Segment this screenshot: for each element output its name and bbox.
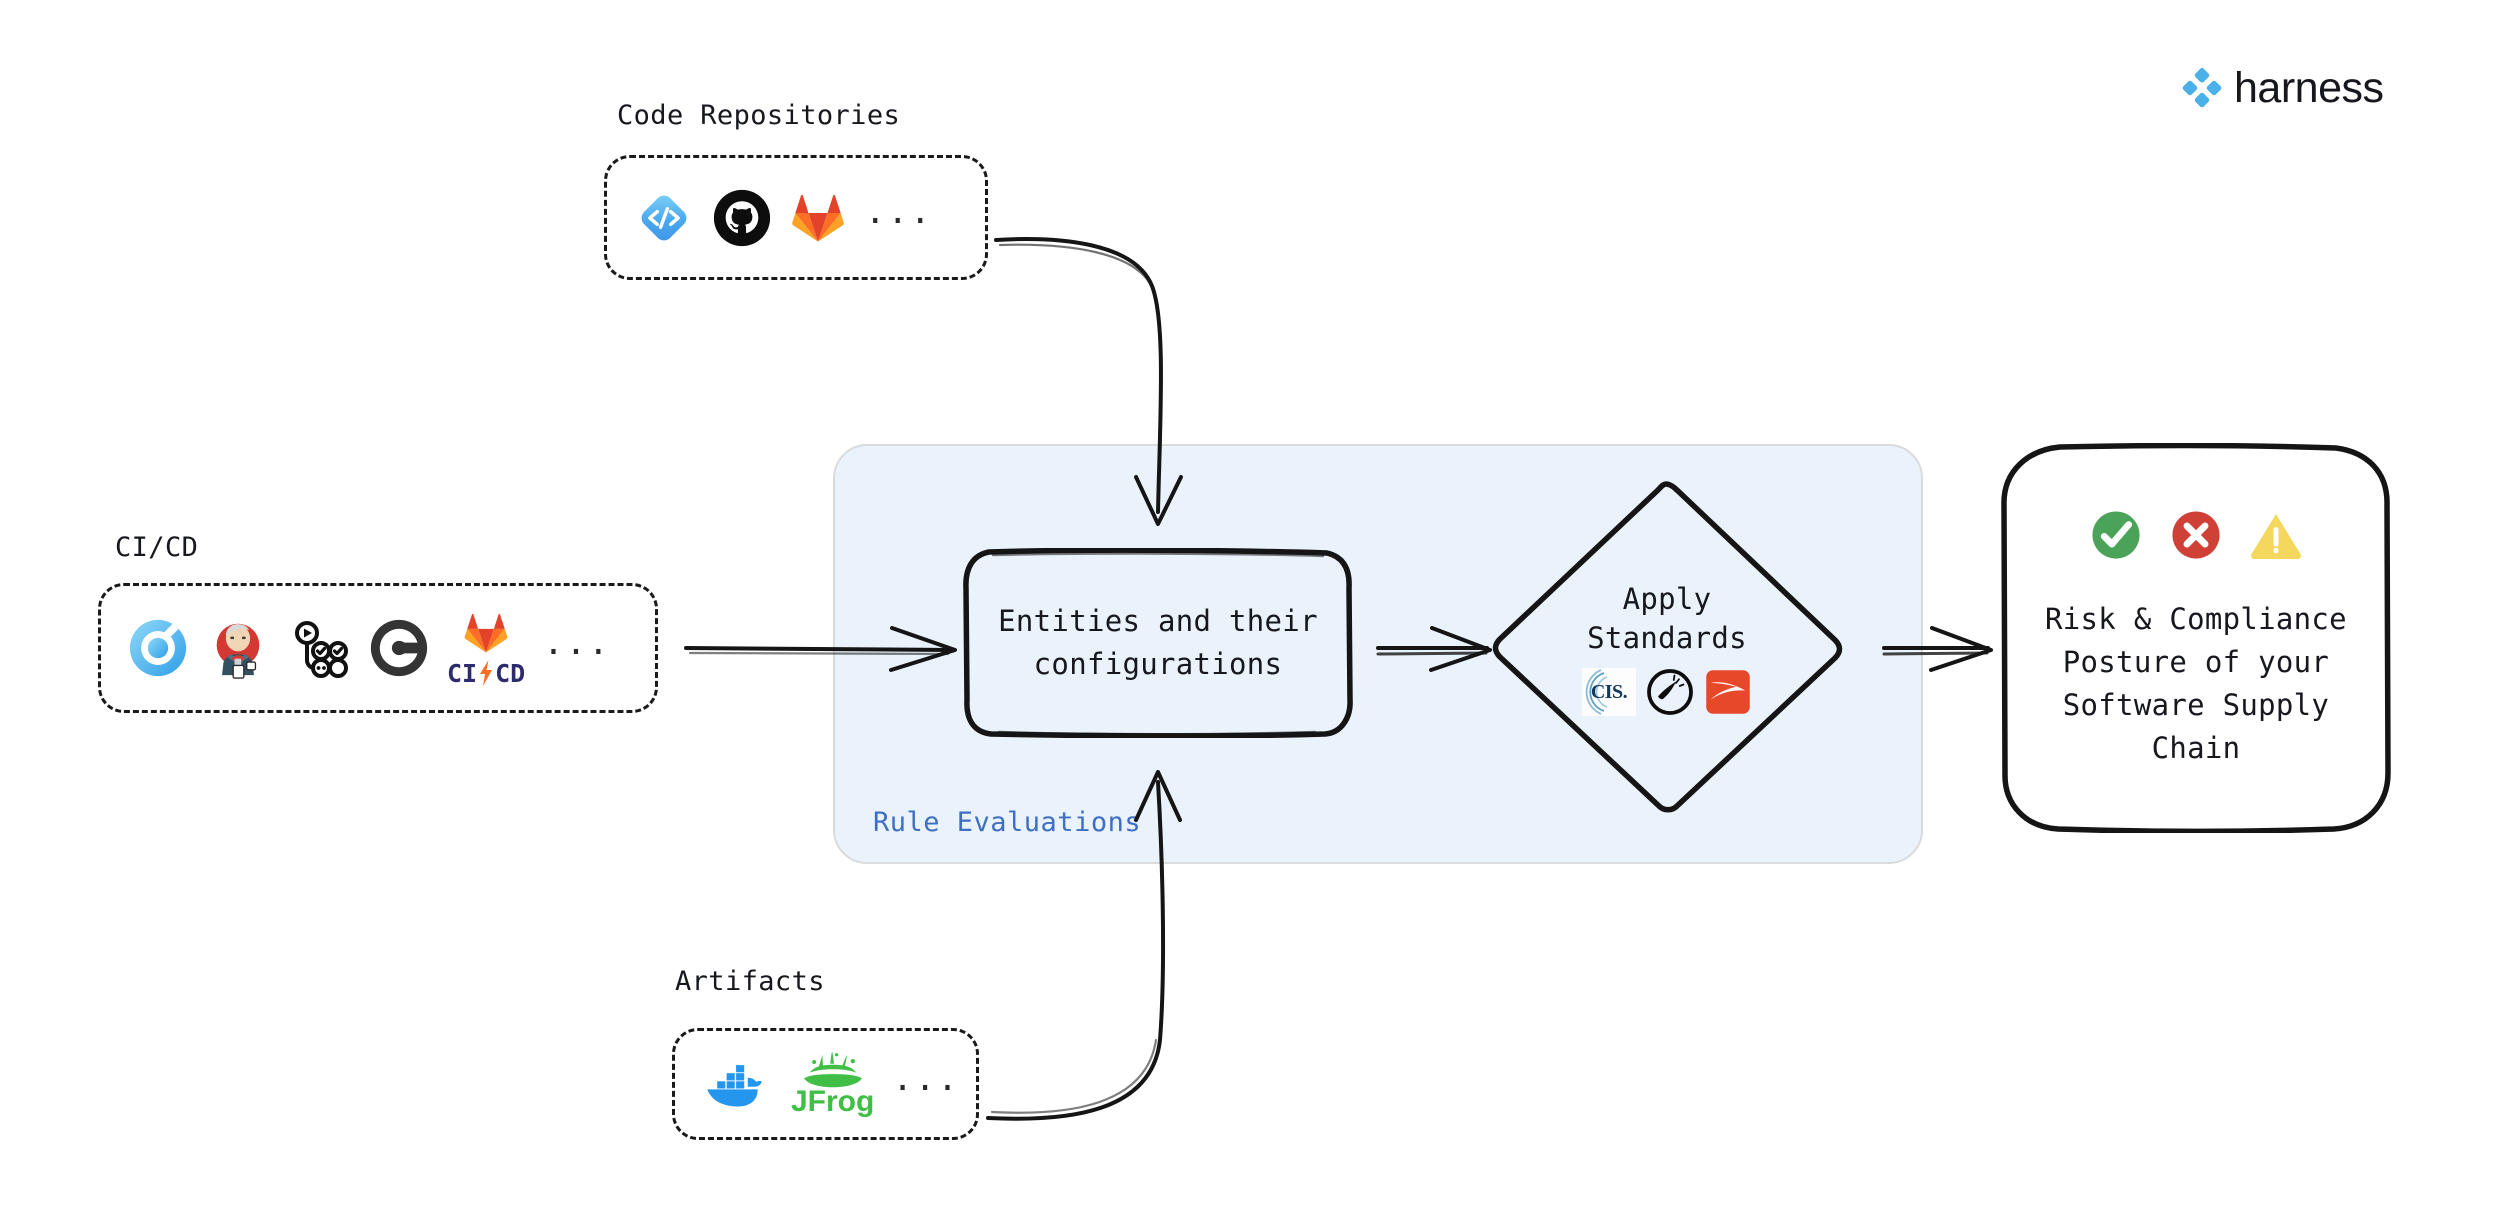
- outcome-line3: Software Supply: [2062, 688, 2330, 722]
- entities-label: Entities and their configurations: [963, 548, 1353, 738]
- outcome-line1: Risk & Compliance: [2045, 602, 2347, 637]
- gitlab-cicd-label-cd: CD: [495, 658, 526, 688]
- warning-triangle-icon: [2251, 514, 2301, 560]
- jfrog-wordmark: JFrog: [791, 1085, 875, 1118]
- openssf-scorecard-icon: [1647, 669, 1693, 716]
- sketchy-rect-border: [2001, 443, 2391, 833]
- circleci-icon: [370, 619, 428, 677]
- harness-diamond-icon: [2182, 68, 2222, 108]
- rule-evaluations-label: Rule Evaluations: [873, 807, 1142, 838]
- harness-code-icon: [641, 195, 687, 240]
- gitlab-cicd-icon: CI CD: [447, 609, 525, 688]
- apply-standards-node[interactable]: Apply Standards CIS.: [1487, 478, 1847, 818]
- jenkins-icon: [216, 623, 260, 679]
- github-actions-icon: [295, 621, 348, 678]
- sketchy-rect-border: [963, 548, 1353, 738]
- more-indicator: ...: [543, 622, 611, 663]
- outcome-content: Risk & Compliance Posture of your Softwa…: [2000, 443, 2392, 833]
- jfrog-icon: JFrog: [791, 1051, 874, 1117]
- apply-standards-label: Apply Standards: [1587, 580, 1747, 658]
- logo-row: JFrog ...: [675, 1051, 986, 1117]
- cis-arcs-icon: [1585, 669, 1608, 715]
- gitlab-cicd-label-ci: CI: [447, 658, 478, 688]
- apply-standards-line1: Apply: [1622, 581, 1712, 616]
- risk-compliance-outcome-node[interactable]: Risk & Compliance Posture of your Softwa…: [2000, 443, 2392, 833]
- section-caption-artifacts: Artifacts: [675, 966, 825, 997]
- entities-label-line2: configurations: [1033, 647, 1283, 681]
- outcome-line2: Posture of your: [2062, 645, 2330, 680]
- more-indicator: ...: [865, 192, 933, 233]
- docker-icon: [707, 1065, 762, 1107]
- success-check-icon: [2092, 511, 2140, 559]
- source-group-artifacts[interactable]: JFrog ...: [672, 1028, 979, 1140]
- status-icon-row: [2087, 506, 2305, 564]
- more-indicator: ...: [892, 1058, 960, 1099]
- jfrog-splash-icon: [803, 1051, 862, 1088]
- section-caption-cicd: CI/CD: [115, 532, 199, 563]
- apply-standards-line2: Standards: [1587, 621, 1747, 655]
- harness-ci-icon: [129, 619, 187, 677]
- outcome-line4: Chain: [2151, 730, 2241, 765]
- logo-row: ...: [607, 187, 958, 249]
- source-group-code-repositories[interactable]: ...: [604, 155, 988, 280]
- cis-icon: CIS.: [1582, 668, 1636, 717]
- entities-and-configurations-node[interactable]: Entities and their configurations: [963, 548, 1353, 738]
- apply-standards-content: Apply Standards CIS.: [1487, 478, 1847, 818]
- sketchy-diamond-border: [1492, 481, 1843, 813]
- section-caption-code-repositories: Code Repositories: [617, 100, 901, 131]
- harness-wordmark: harness: [2234, 63, 2384, 112]
- gitlab-mark-icon: [464, 613, 508, 652]
- standards-logo-row: CIS.: [1582, 668, 1752, 717]
- slsa-icon: [1706, 670, 1750, 714]
- entities-label-line1: Entities and their: [998, 603, 1318, 638]
- failure-cross-icon: [2172, 511, 2220, 559]
- gitlab-icon: [792, 194, 844, 242]
- logo-row: CI CD ...: [101, 609, 637, 688]
- cis-wordmark: CIS.: [1590, 680, 1628, 703]
- harness-logo: harness: [2180, 63, 2384, 112]
- source-group-cicd[interactable]: CI CD ...: [98, 583, 658, 713]
- outcome-label: Risk & Compliance Posture of your Softwa…: [2045, 598, 2347, 770]
- github-icon: [713, 189, 771, 246]
- lightning-bolt-icon: [480, 660, 493, 686]
